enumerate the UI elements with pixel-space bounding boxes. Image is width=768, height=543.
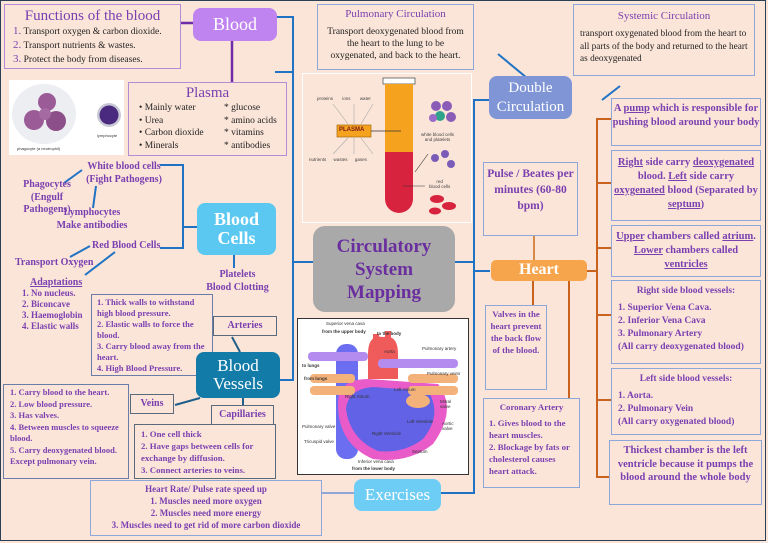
plasma-item: * glucose <box>224 103 261 113</box>
exercises-node[interactable]: Exercises <box>354 479 441 511</box>
systemic-box: Systemic Circulation transport oxygenate… <box>573 4 755 76</box>
valves-box: Valves in the heart prevent the back flo… <box>485 305 547 390</box>
functions-title: Functions of the blood <box>24 8 161 24</box>
arteries-label: Arteries <box>213 316 277 336</box>
phagocyte-icon <box>12 84 121 144</box>
adaptations-list: 1. No nucleus. 2. Biconcave 3. Haemoglob… <box>22 288 83 331</box>
heart-anatomy-icon <box>308 331 458 460</box>
phagocytes-label: Phagocytes(Engulf Pathogens) <box>23 179 71 215</box>
right-vessels-box: Right side blood vessels: 1. Superior Ve… <box>611 280 761 364</box>
exercise-box: Heart Rate/ Pulse rate speed up 1. Muscl… <box>90 480 322 536</box>
plasma-item: * amino acids <box>224 115 277 126</box>
chambers-box: Upper chambers called atrium. Lower cham… <box>611 225 761 277</box>
connector-arteries <box>231 336 241 353</box>
blood-tube-diagram: PLASMA proteins ions water nutrients was… <box>302 73 472 223</box>
pulmonary-title: Pulmonary Circulation <box>345 8 446 20</box>
thickest-chamber-box: Thickest chamber is the left ventricle b… <box>609 440 762 505</box>
transport-oxygen-label: Transport Oxygen <box>15 257 94 268</box>
coronary-box: Coronary Artery 1. Gives blood to the he… <box>483 398 580 488</box>
heart-diagram: Superior vena cava from the upper body t… <box>297 318 469 475</box>
blood-node-label: Blood <box>212 14 257 35</box>
pulmonary-text: Transport deoxygenated blood from the he… <box>327 27 464 61</box>
wbc-label: White blood cells(Fight Pathogens) <box>86 161 162 185</box>
blood-vessels-label: Vessels <box>212 374 264 393</box>
white-blood-cell-image: phagocyte (a neutrophil) lymphocyte <box>9 80 124 155</box>
plasma-item: • Mainly water <box>139 103 196 113</box>
plasma-item: • Carbon dioxide <box>139 128 204 138</box>
connector-rbc <box>160 227 184 249</box>
left-vessels-title: Left side blood vessels: <box>639 374 733 384</box>
coronary-item: 1. Gives blood to the heart muscles. <box>489 418 566 440</box>
blood-vessels-node[interactable]: Blood Vessels <box>196 352 280 398</box>
veins-label: Veins <box>130 394 174 414</box>
connector-adaptations <box>84 251 116 276</box>
blood-cells-label: Cells <box>217 228 256 248</box>
plasma-box: Plasma • Mainly water • Urea • Carbon di… <box>128 82 287 156</box>
functions-item: 2. Transport nutrients & wastes. <box>13 39 136 51</box>
pulse-box: Pulse / Beates per minutes (60-80 bpm) <box>483 162 578 236</box>
plasma-item: * vitamins <box>224 128 264 138</box>
left-vessels-box: Left side blood vessels: 1. Aorta. 2. Pu… <box>611 368 761 435</box>
connector-systemic <box>601 85 621 101</box>
plasma-tube-label: PLASMA <box>339 127 365 133</box>
tube-bottom-labels: nutrients wastes gases <box>309 157 367 162</box>
connector-pulmonary <box>497 53 528 79</box>
blood-node[interactable]: Blood <box>193 8 277 41</box>
plasma-title: Plasma <box>185 85 230 101</box>
plasma-item: • Urea <box>139 115 164 126</box>
double-circulation-node[interactable]: Double Circulation <box>489 76 572 119</box>
lymphocyte-caption: lymphocyte <box>97 133 118 138</box>
arteries-facts-box: 1. Thick walls to withstand high blood p… <box>91 294 213 376</box>
functions-item: 3. Protect the body from diseases. <box>13 53 143 65</box>
right-vessels-title: Right side blood vessels: <box>636 286 736 296</box>
veins-facts-box: 1. Carry blood to the heart. 2. Low bloo… <box>3 384 129 479</box>
phagocyte-caption: phagocyte (a neutrophil) <box>17 146 61 151</box>
tube-top-labels: proteins ions water <box>317 96 371 101</box>
sides-box: Right side carry deoxygenated blood. Lef… <box>611 150 761 221</box>
connector-phagocytes <box>63 169 83 184</box>
coronary-item: 2. Blockage by fats or cholesterol cause… <box>489 442 570 476</box>
connector-veins <box>174 397 201 406</box>
systemic-text: transport oxygenated blood from the hear… <box>580 29 748 64</box>
pulmonary-box: Pulmonary Circulation Transport deoxygen… <box>317 4 474 70</box>
blood-cells-node[interactable]: Blood Cells <box>197 203 276 255</box>
test-tube-icon <box>332 77 456 215</box>
plasma-item: * antibodies <box>224 140 271 151</box>
connector-center-double <box>455 99 490 263</box>
blood-vessels-label: Blood <box>217 356 259 376</box>
connector-spine-left <box>276 16 294 381</box>
connector-transport <box>69 245 91 258</box>
center-title: Mapping <box>347 281 421 303</box>
coronary-title: Coronary Artery <box>499 402 564 412</box>
double-circulation-label: Circulation <box>496 98 565 115</box>
connector-wbc <box>160 164 200 228</box>
connector-heart-right-spine <box>596 118 611 478</box>
center-title: System <box>354 258 414 280</box>
blood-cells-label: Blood <box>213 209 260 230</box>
capillaries-label: Capillaries <box>211 405 274 425</box>
functions-box: Functions of the blood 1. Transport oxyg… <box>4 4 181 69</box>
functions-item: 1. Transport oxygen & carbon dioxide. <box>13 25 162 37</box>
plasma-item: • Minerals <box>139 140 179 151</box>
center-node[interactable]: Circulatory System Mapping <box>313 226 455 312</box>
rbc-label: Red Blood Cells <box>92 240 161 251</box>
adaptations-title: Adaptations <box>30 277 83 288</box>
exercises-label: Exercises <box>364 485 431 505</box>
heart-label: Heart <box>519 261 559 279</box>
heart-node[interactable]: Heart <box>491 260 587 281</box>
systemic-title: Systemic Circulation <box>617 10 711 22</box>
double-circulation-label: Double <box>508 79 553 96</box>
connector-lymphocytes <box>92 185 97 209</box>
capillaries-facts-box: 1. One cell thick 2. Have gaps between c… <box>134 424 276 479</box>
pump-box: A pump which is responsible for pushing … <box>611 98 761 146</box>
connector-exercises <box>440 262 475 494</box>
center-title: Circulatory <box>336 235 432 257</box>
